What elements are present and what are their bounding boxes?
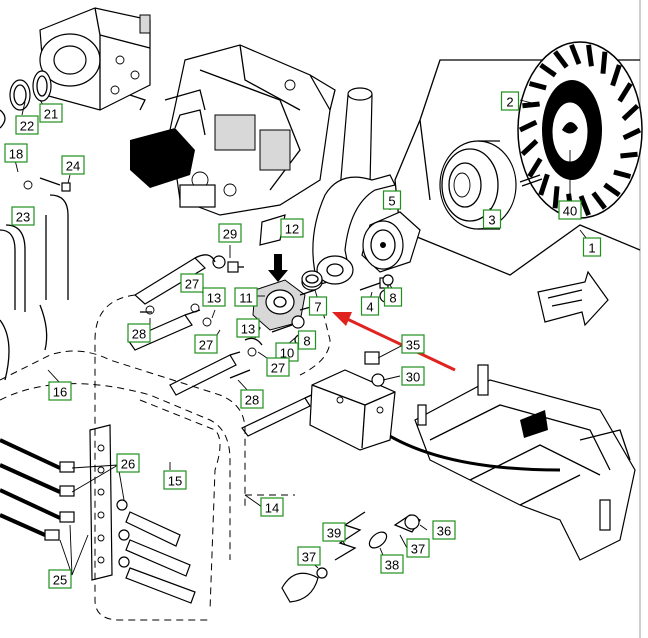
callout-c23: 23 (11, 206, 35, 226)
callout-c3: 3 (482, 209, 502, 229)
callout-label: 39 (327, 526, 341, 541)
callout-c27a: 27 (180, 273, 204, 293)
callout-label: 3 (488, 213, 495, 228)
callout-label: 7 (314, 300, 321, 315)
callout-c12: 12 (280, 218, 304, 238)
callout-label: 37 (302, 550, 316, 565)
callout-c35: 35 (401, 334, 425, 354)
callout-c5: 5 (382, 190, 402, 210)
callout-c39: 39 (322, 522, 346, 542)
callout-c40: 40 (558, 200, 582, 220)
callout-label: 8 (389, 291, 396, 306)
callout-c27c: 27 (266, 357, 290, 377)
callout-label: 11 (239, 291, 253, 306)
callout-label: 22 (20, 119, 34, 134)
callout-label: 4 (366, 300, 373, 315)
callout-label: 29 (223, 227, 237, 242)
callout-label: 15 (168, 474, 182, 489)
callout-c13a: 13 (202, 287, 226, 307)
callout-label: 10 (280, 346, 294, 361)
valve-block-illustration (309, 351, 396, 451)
red-pointer-arrow (332, 312, 456, 372)
callout-c1: 1 (582, 237, 602, 257)
callout-label: 38 (385, 558, 399, 573)
callout-c10: 10 (275, 342, 299, 362)
callout-label: 1 (588, 241, 595, 256)
fitting-illustration (212, 255, 244, 273)
hose-bundle-illustration (0, 438, 196, 604)
callout-c21: 21 (39, 103, 63, 123)
callout-label: 27 (185, 277, 199, 292)
callout-c7: 7 (308, 296, 328, 316)
callout-c15: 15 (163, 470, 187, 490)
callout-label: 14 (265, 501, 279, 516)
callout-c38: 38 (380, 554, 404, 574)
transmission-illustration (130, 44, 336, 216)
callout-label: 28 (245, 393, 259, 408)
callout-c8a: 8 (383, 287, 403, 307)
callout-label: 30 (406, 370, 420, 385)
callout-c29: 29 (218, 223, 242, 243)
callout-label: 23 (16, 210, 30, 225)
callout-label: 21 (44, 107, 58, 122)
callout-c8b: 8 (297, 330, 317, 350)
callout-c25: 25 (48, 569, 72, 589)
callout-c11: 11 (234, 287, 258, 307)
callout-label: 40 (563, 204, 577, 219)
callout-c2: 2 (500, 91, 520, 111)
left-hose-group-illustration (0, 177, 71, 381)
support-arm-illustration (312, 87, 396, 286)
callout-label: 13 (241, 322, 255, 337)
spring-hook-illustration (281, 511, 421, 603)
wheel-stud-illustration (519, 174, 543, 187)
tire-illustration (517, 41, 643, 219)
callout-label: 36 (437, 524, 451, 539)
callout-label: 35 (406, 338, 420, 353)
callout-label: 27 (271, 361, 285, 376)
callout-label: 24 (66, 159, 80, 174)
hydraulic-pump-illustration (39, 7, 151, 111)
callout-c24: 24 (61, 155, 85, 175)
callout-c37b: 37 (406, 538, 430, 558)
wheel-motor-illustration (361, 211, 421, 273)
wheel-rim-illustration (439, 140, 517, 230)
callout-c13b: 13 (236, 318, 260, 338)
callout-label: 5 (388, 194, 395, 209)
callout-label: 37 (411, 542, 425, 557)
callout-label: 27 (199, 338, 213, 353)
callout-label: 16 (53, 385, 67, 400)
routing-dashed-lines (0, 294, 331, 621)
callout-label: 28 (132, 327, 146, 342)
cable-illustration (379, 428, 561, 472)
gearbox-illustration (252, 254, 323, 331)
direction-arrow-illustration (537, 270, 609, 327)
callout-c4: 4 (360, 296, 380, 316)
callout-c28a: 28 (127, 323, 151, 343)
callout-c16: 16 (48, 381, 72, 401)
callout-label: 25 (53, 573, 67, 588)
callout-label: 26 (121, 457, 135, 472)
callout-c18: 18 (4, 143, 28, 163)
bracket-illustration (259, 214, 286, 246)
callout-label: 8 (303, 334, 310, 349)
o-ring-illustration (301, 270, 323, 288)
callout-c26: 26 (116, 453, 140, 473)
callout-c22: 22 (15, 115, 39, 135)
callout-c28b: 28 (240, 389, 264, 409)
callout-c30: 30 (401, 366, 425, 386)
callout-label: 13 (207, 291, 221, 306)
callout-c27b: 27 (194, 334, 218, 354)
callout-label: 12 (285, 222, 299, 237)
mounting-plate-illustration (89, 424, 113, 581)
callout-c36: 36 (432, 520, 456, 540)
callout-label: 2 (506, 95, 513, 110)
callout-c37a: 37 (297, 546, 321, 566)
callout-c14: 14 (260, 497, 284, 517)
callout-label: 18 (9, 147, 23, 162)
